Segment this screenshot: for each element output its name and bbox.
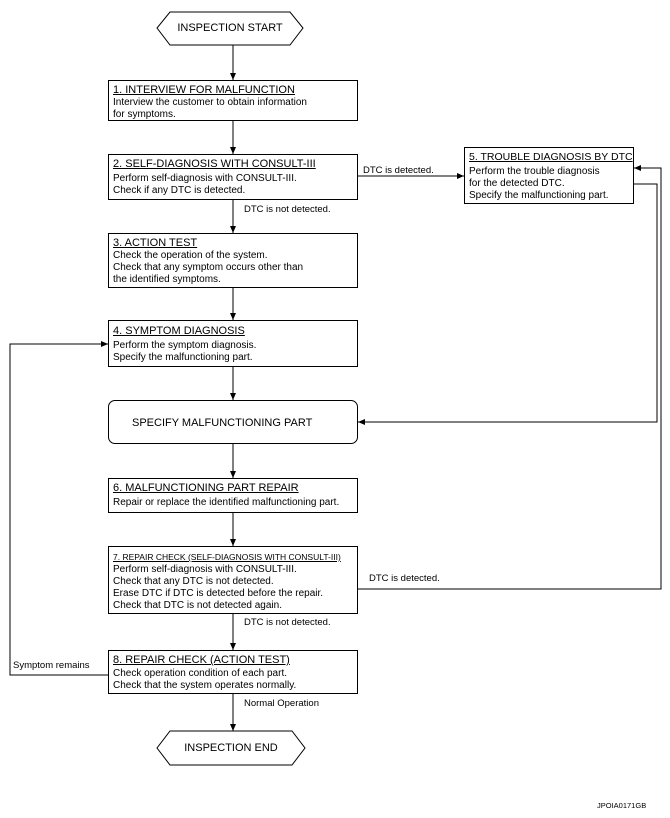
step-6-body: Repair or replace the identified malfunc… — [113, 497, 340, 508]
step-3-title: 3. ACTION TEST — [113, 237, 198, 249]
step-4-box: 4. SYMPTOM DIAGNOSIS Perform the symptom… — [108, 320, 358, 367]
arrow-5-to-specify — [358, 183, 658, 425]
step-5-box: 5. TROUBLE DIAGNOSIS BY DTC Perform the … — [464, 147, 634, 204]
figure-id: JPOIA0171GB — [597, 801, 647, 810]
end-terminal-shape — [156, 730, 306, 766]
label-dtc-detected-2: DTC is detected. — [369, 573, 440, 584]
label-symptom-remains: Symptom remains — [13, 660, 90, 671]
step-2-title: 2. SELF-DIAGNOSIS WITH CONSULT-III — [113, 158, 316, 170]
step-3-box: 3. ACTION TEST Check the operation of th… — [108, 233, 358, 288]
end-label: INSPECTION END — [184, 742, 278, 754]
arrow-8-to-4 — [9, 341, 108, 676]
end-terminal: INSPECTION END — [157, 742, 305, 755]
step-5-title: 5. TROUBLE DIAGNOSIS BY DTC — [469, 151, 633, 163]
step-4-body: Perform the symptom diagnosis. Specify t… — [113, 340, 257, 363]
specify-malfunctioning-part-box: SPECIFY MALFUNCTIONING PART — [108, 400, 358, 444]
label-dtc-not-detected-2: DTC is not detected. — [244, 617, 331, 628]
step-4-title: 4. SYMPTOM DIAGNOSIS — [113, 325, 245, 337]
step-8-title: 8. REPAIR CHECK (ACTION TEST) — [113, 654, 290, 666]
step-7-title: 7. REPAIR CHECK (SELF-DIAGNOSIS WITH CON… — [113, 552, 341, 562]
step-2-box: 2. SELF-DIAGNOSIS WITH CONSULT-III Perfo… — [108, 154, 358, 200]
step-8-body: Check operation condition of each part. … — [113, 668, 297, 691]
step-1-title: 1. INTERVIEW FOR MALFUNCTION — [113, 84, 295, 96]
step-1-body: Interview the customer to obtain informa… — [113, 97, 307, 120]
label-dtc-not-detected-1: DTC is not detected. — [244, 204, 331, 215]
start-terminal: INSPECTION START — [157, 22, 303, 35]
step-5-body: Perform the trouble diagnosis for the de… — [469, 166, 609, 201]
step-1-box: 1. INTERVIEW FOR MALFUNCTION Interview t… — [108, 80, 358, 121]
start-terminal-shape — [156, 11, 304, 46]
step-7-box: 7. REPAIR CHECK (SELF-DIAGNOSIS WITH CON… — [108, 546, 358, 614]
specify-label: SPECIFY MALFUNCTIONING PART — [132, 417, 313, 429]
arrow-7-to-5 — [358, 165, 662, 590]
start-label: INSPECTION START — [177, 22, 283, 34]
label-normal-operation: Normal Operation — [244, 698, 319, 709]
label-dtc-detected-1: DTC is detected. — [363, 165, 434, 176]
step-6-title: 6. MALFUNCTIONING PART REPAIR — [113, 482, 299, 494]
step-7-body: Perform self-diagnosis with CONSULT-III.… — [113, 564, 324, 611]
step-3-body: Check the operation of the system. Check… — [113, 250, 304, 285]
step-2-body: Perform self-diagnosis with CONSULT-III.… — [113, 173, 297, 196]
step-8-box: 8. REPAIR CHECK (ACTION TEST) Check oper… — [108, 650, 358, 694]
step-6-box: 6. MALFUNCTIONING PART REPAIR Repair or … — [108, 478, 358, 513]
